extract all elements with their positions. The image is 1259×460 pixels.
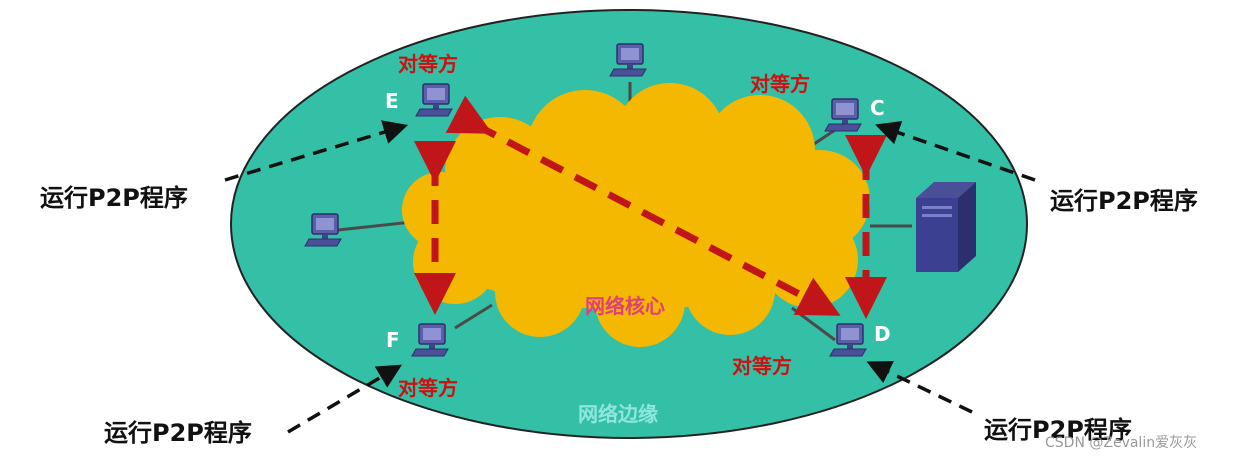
peer-label-c: 对等方: [750, 72, 810, 96]
node-label-f: F: [386, 328, 400, 352]
network-edge-label: 网络边缘: [578, 402, 658, 426]
node-label-c: C: [870, 96, 885, 120]
peer-label-e: 对等方: [398, 52, 458, 76]
p2p-arrows: [414, 95, 887, 319]
node-label-e: E: [385, 89, 399, 113]
callout-arrows: [224, 120, 1036, 434]
node-label-d: D: [874, 322, 891, 346]
run-p2p-label-bottom-right: 运行P2P程序: [984, 416, 1132, 444]
peer-label-d: 对等方: [732, 354, 792, 378]
run-p2p-label-right: 运行P2P程序: [1050, 187, 1198, 215]
network-core-label: 网络核心: [585, 294, 665, 318]
run-p2p-label-bottom-left: 运行P2P程序: [104, 419, 252, 447]
peer-label-f: 对等方: [398, 376, 458, 400]
watermark: CSDN @Zevalin爱灰灰: [1045, 435, 1198, 451]
run-p2p-label-left: 运行P2P程序: [40, 184, 188, 212]
server-icon: [916, 182, 976, 272]
